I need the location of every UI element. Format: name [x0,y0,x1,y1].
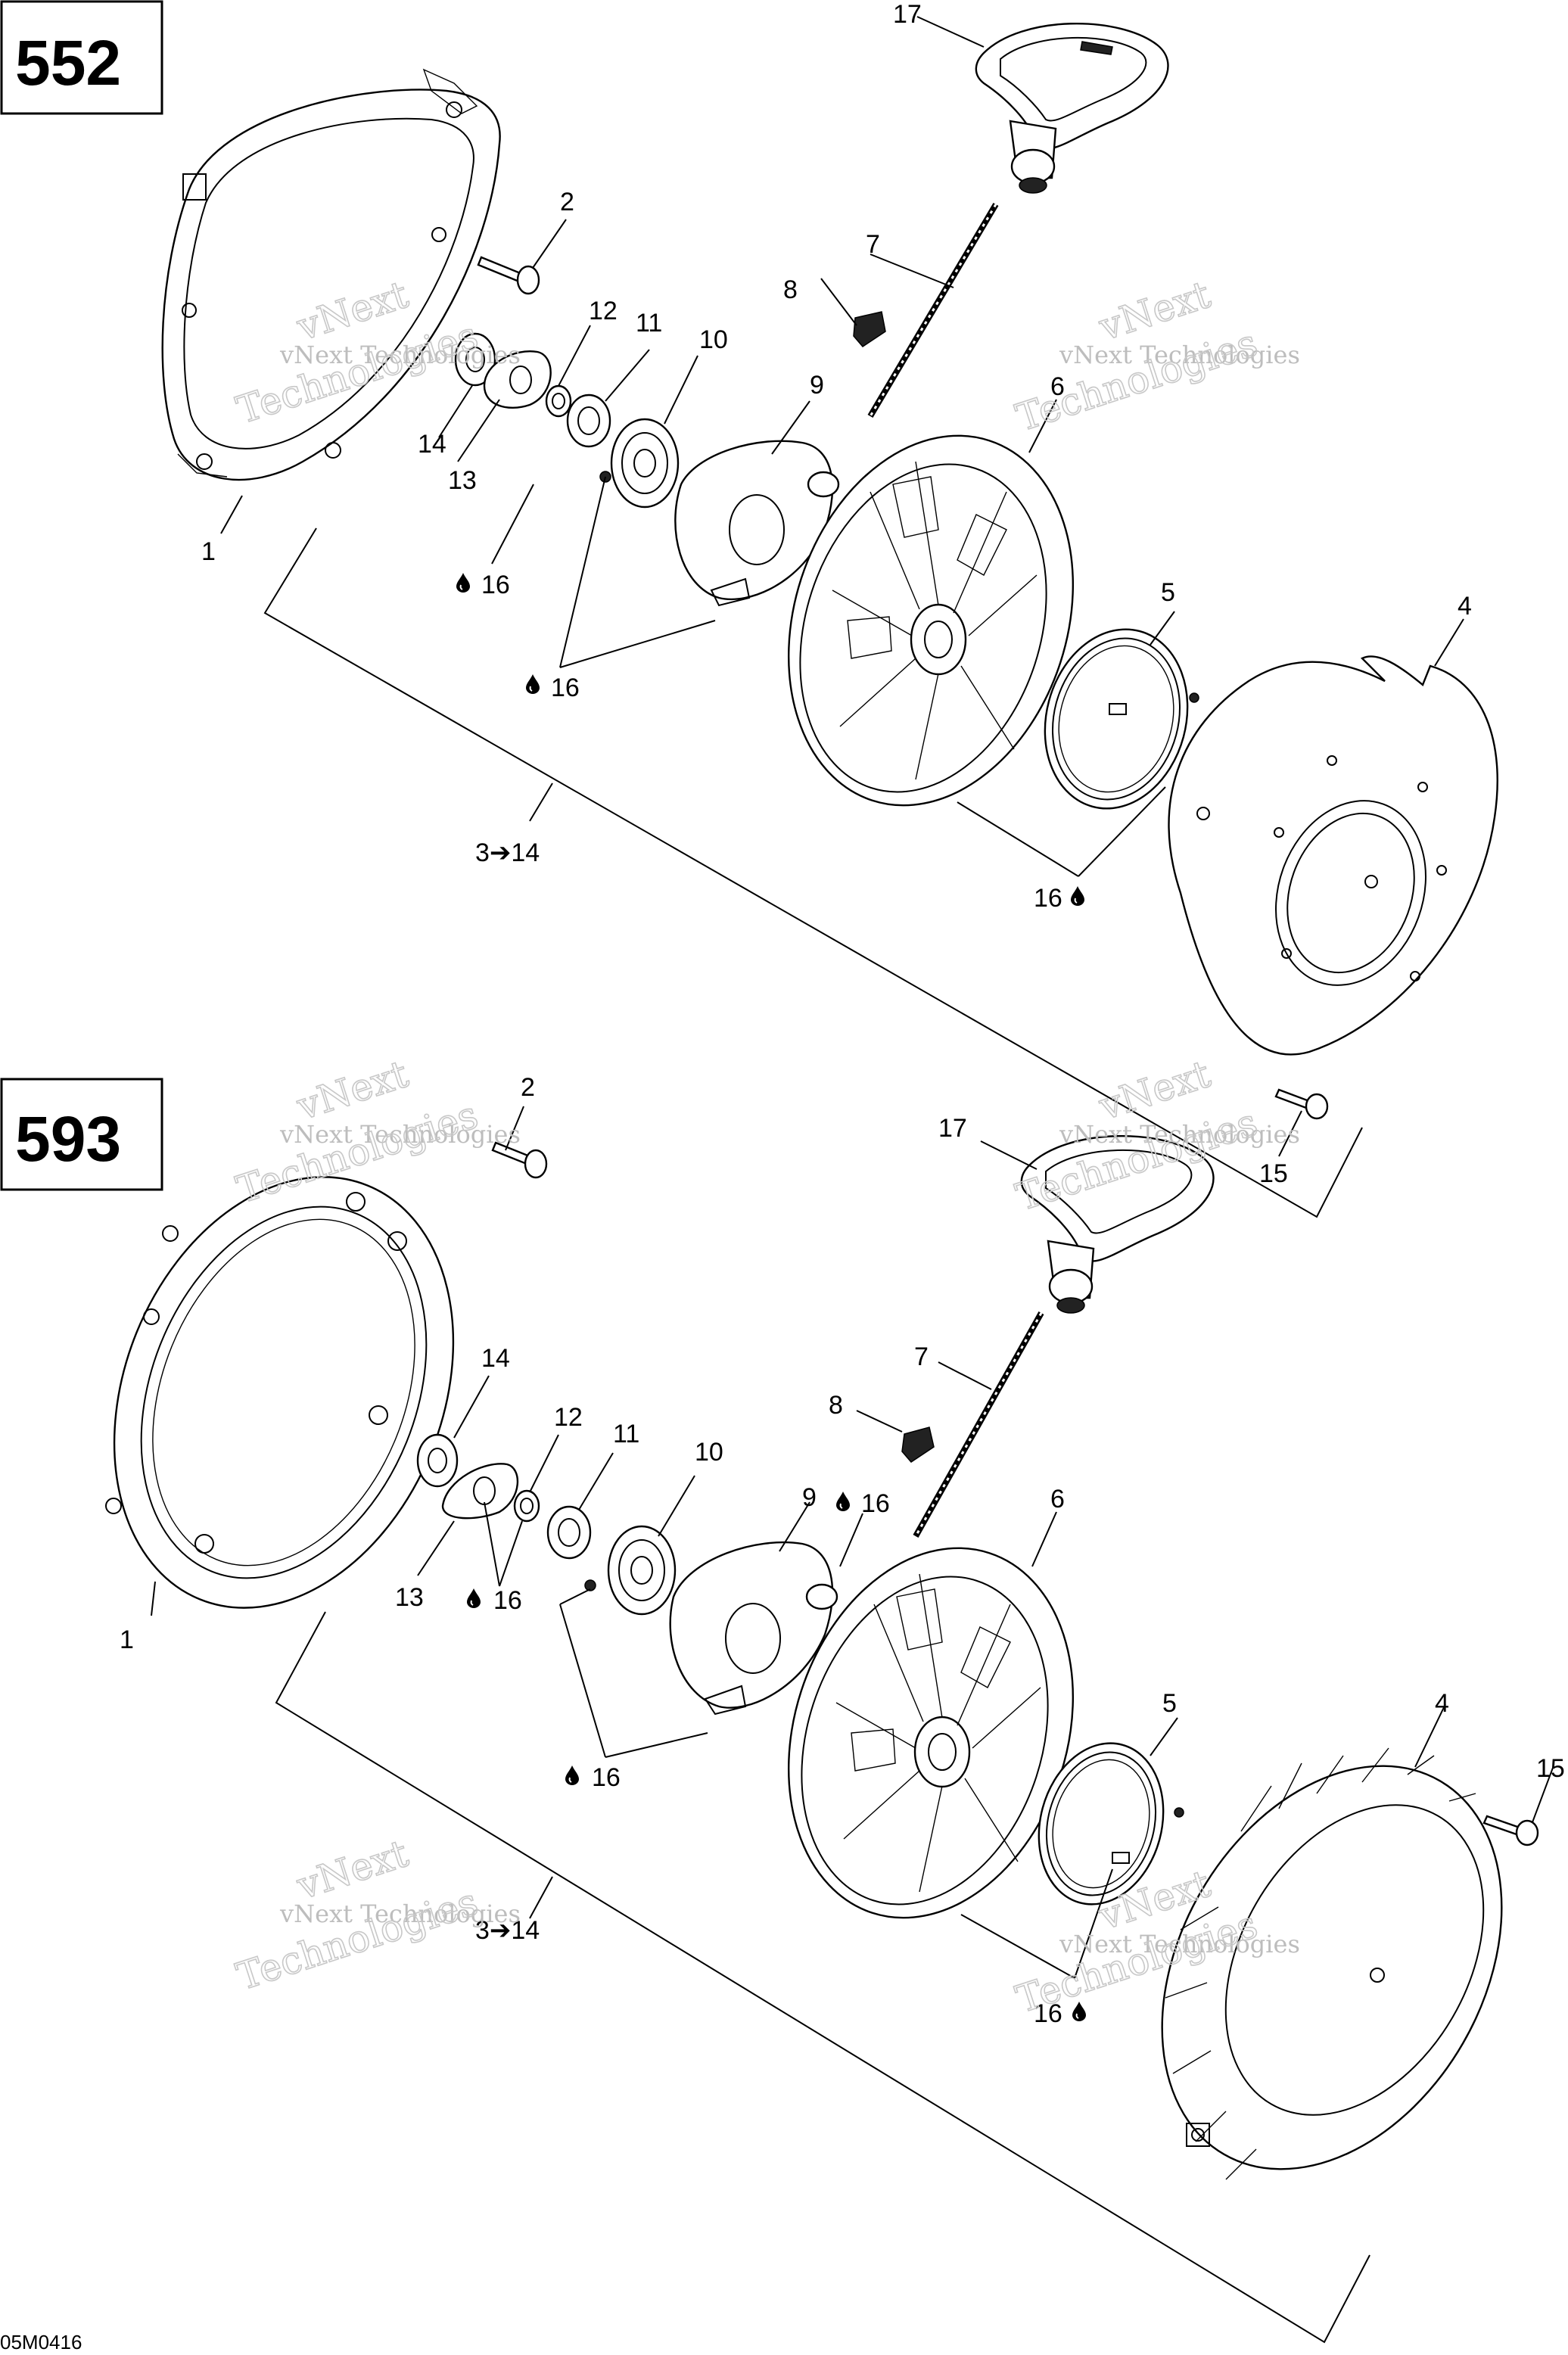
lubricant-drop-icon [466,1588,481,1609]
section-593-frame [0,1078,163,1191]
assembly-note: 3➔14 [475,1916,540,1945]
callout-1: 1 [201,537,216,566]
lubricant-drop-icon [525,674,540,695]
part-7-rope [913,1311,1044,1538]
callouts-552: 17 2 12 11 10 9 8 7 6 5 4 14 13 1 16 16 … [201,0,1472,1188]
callout-16c: 16 [592,1763,621,1792]
section-552-frame [0,0,163,115]
part-2-screw [491,1141,548,1179]
callout-10: 10 [699,325,728,354]
watermark-552-right: vNext Technologies vNext Technologies [1010,272,1300,440]
part-10-spring [584,1525,677,1616]
part-14-washer [454,332,496,387]
part-4-cover [1161,1747,1503,2180]
callout-6: 6 [1050,1485,1065,1513]
callouts-593: 17 2 14 12 11 10 9 8 7 6 5 4 15 1 13 16 … [120,1073,1565,2028]
part-15-bolt [1482,1815,1539,1846]
callout-4: 4 [1435,1689,1449,1718]
callout-17: 17 [893,0,922,29]
lubricant-drop-icon [1070,885,1085,907]
part-2-screw [477,256,540,295]
svg-text:vNext Technologies: vNext Technologies [279,1120,521,1149]
part-6-pulley [787,434,1075,807]
lubricant-drop-icon [835,1491,851,1512]
leader-lines-593 [151,1106,1554,2344]
drawing-code: 05M0416 [0,2331,82,2353]
part-1-housing [161,68,501,481]
svg-text:vNext Technologies: vNext Technologies [1059,341,1300,369]
callout-11: 11 [636,309,662,338]
part-7-rope [867,202,999,418]
part-1-housing [105,1176,455,1609]
part-12-washer [513,1489,540,1523]
callout-7: 7 [866,230,880,259]
section-552-label: 552 [15,27,121,98]
section-552: 552 [0,0,1498,1218]
lubricant-drop-icon [565,1765,580,1786]
part-10-spring [599,418,680,509]
callout-16b: 16 [861,1489,890,1518]
callout-16b: 16 [551,674,580,702]
callout-8: 8 [783,275,798,304]
section-593: 593 [0,1051,1565,2344]
callout-9: 9 [810,371,824,400]
part-8-knot [853,311,886,347]
callout-10: 10 [695,1438,723,1467]
part-11-bushing [566,394,611,448]
part-11-bushing [546,1505,592,1560]
svg-text:vNext Technologies: vNext Technologies [279,341,521,369]
callout-11: 11 [613,1420,639,1448]
callout-12: 12 [554,1403,583,1432]
svg-text:Technologies: Technologies [232,1880,484,1999]
callout-13: 13 [448,466,477,495]
callout-15: 15 [1536,1754,1565,1783]
callout-6: 6 [1050,372,1065,401]
leader-lines-552 [220,16,1464,1218]
callout-14: 14 [418,430,446,459]
part-17-handle [1020,1134,1215,1314]
assembly-note: 3➔14 [475,838,540,867]
callout-16c: 16 [1034,884,1062,913]
callout-8: 8 [829,1391,843,1420]
callout-7: 7 [914,1342,929,1371]
callout-5: 5 [1162,1689,1177,1718]
part-17-handle [975,22,1169,194]
callout-16a: 16 [481,571,510,599]
part-6-pulley [787,1547,1075,1919]
callout-13: 13 [395,1583,424,1612]
part-12-washer [545,384,572,418]
svg-text:vNext: vNext [291,1831,413,1909]
part-14-washer [416,1433,459,1488]
part-4-cover [1168,655,1498,1056]
part-5-recoil-spring [1038,1742,1184,1905]
callout-15: 15 [1259,1159,1288,1188]
svg-text:vNext Technologies: vNext Technologies [279,1899,521,1928]
callout-2: 2 [521,1073,535,1102]
callout-12: 12 [589,297,618,325]
callout-16d: 16 [1034,1999,1062,2028]
lubricant-drop-icon [456,572,471,593]
part-13-plate [483,350,552,409]
callout-9: 9 [802,1483,817,1512]
callout-1: 1 [120,1625,134,1654]
callout-4: 4 [1458,592,1472,621]
callout-5: 5 [1161,578,1175,607]
callout-14: 14 [481,1344,510,1373]
part-9-cam [669,1541,838,1716]
callout-16a: 16 [493,1586,522,1615]
section-593-label: 593 [15,1103,121,1174]
callout-17: 17 [938,1114,967,1143]
part-15-bolt [1274,1088,1329,1120]
svg-text:vNext Technologies: vNext Technologies [1059,1120,1300,1149]
part-5-recoil-spring [1044,628,1199,810]
svg-text:vNext Technologies: vNext Technologies [1059,1930,1300,1958]
callout-2: 2 [560,188,574,216]
part-9-cam [674,440,840,607]
part-8-knot [901,1426,935,1463]
